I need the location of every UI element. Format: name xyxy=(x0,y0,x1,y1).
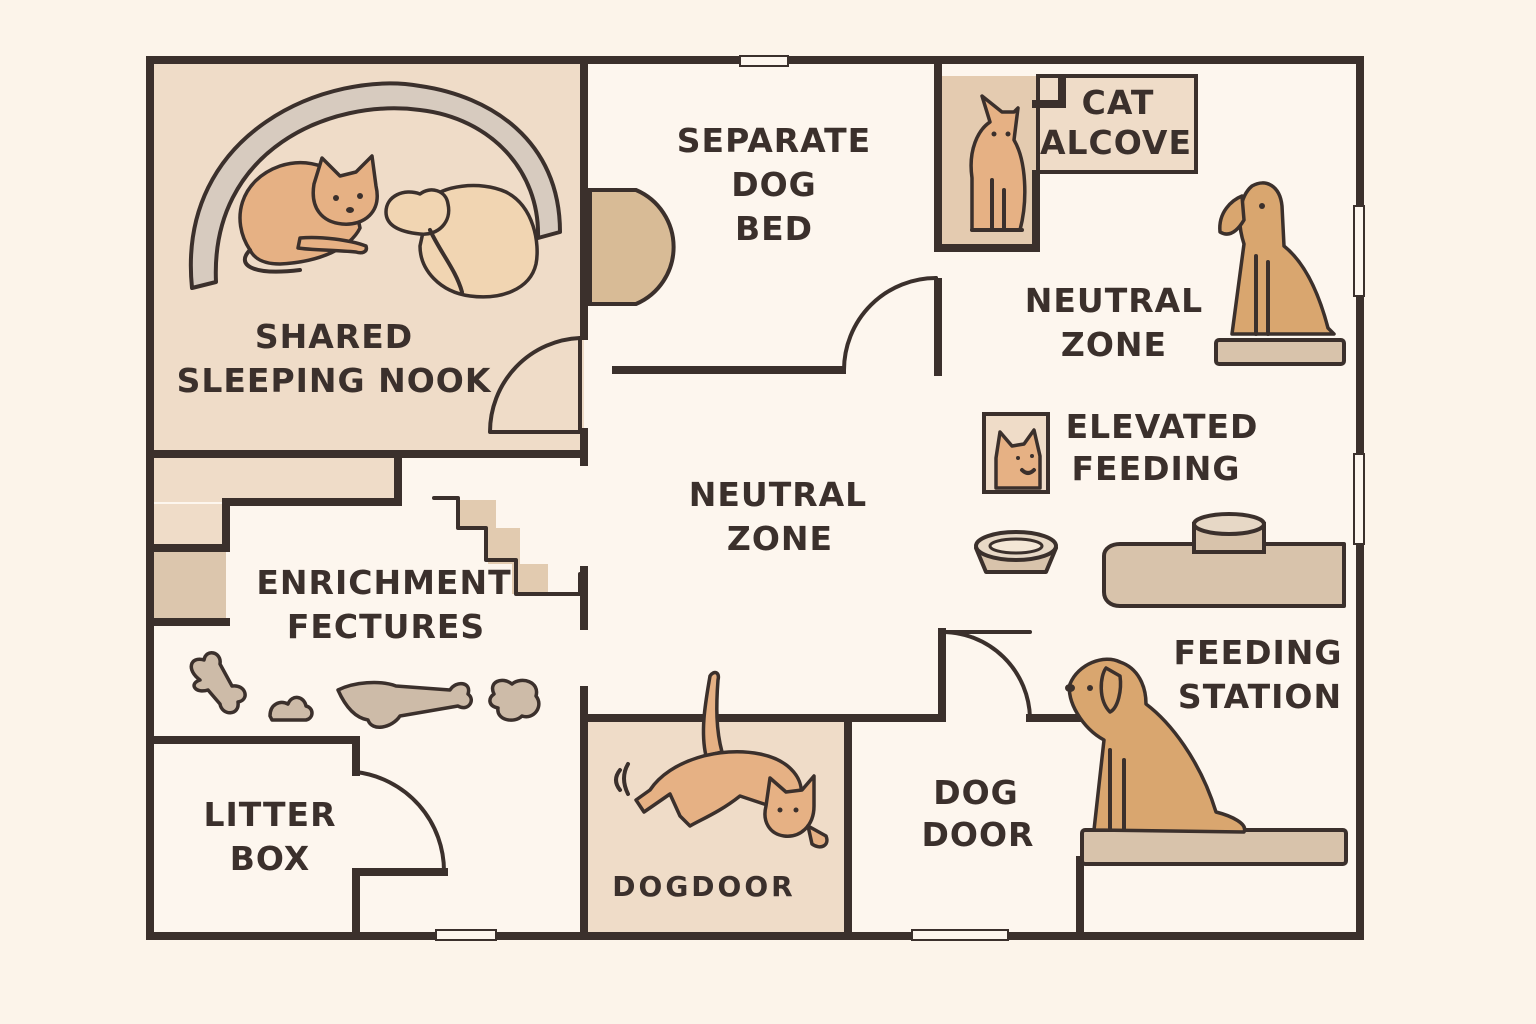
neutral-zone-right-label-2: ZONE xyxy=(1061,325,1167,364)
dog-bed-pillow xyxy=(588,188,676,306)
feeding-station-label-2: STATION xyxy=(1178,677,1342,716)
dog-door-small-label: DOGDOOR xyxy=(612,870,795,903)
food-bowl-icon xyxy=(974,530,1058,574)
enrichment-fixtures-label-2: FECTURES xyxy=(287,607,485,646)
window-right-top xyxy=(1353,205,1365,297)
feeding-station-dog-icon xyxy=(1065,657,1348,866)
separate-dog-bed-label-1: SEPARATE xyxy=(677,121,871,160)
cat-alcove-label-1: CAT xyxy=(1082,83,1155,122)
dog-door-label-2: DOOR xyxy=(922,815,1035,854)
enrichment-stairs xyxy=(432,496,582,596)
separate-dog-bed-label-2: DOG xyxy=(731,165,817,204)
cat-stretching-icon xyxy=(614,670,829,849)
cat-alcove-label-2: ALCOVE xyxy=(1040,123,1192,162)
cat-bed-arch xyxy=(188,81,562,290)
window-top xyxy=(739,55,789,67)
window-right-mid xyxy=(1353,453,1365,545)
elevated-feeder-icon xyxy=(1102,512,1346,608)
door-swings xyxy=(354,276,1032,874)
litter-box-label-1: LITTER xyxy=(203,795,336,834)
neutral-zone-right-label-1: NEUTRAL xyxy=(1025,281,1203,320)
shared-sleeping-nook-label-2: SLEEPING NOOK xyxy=(177,361,492,400)
window-bottom-right xyxy=(911,929,1009,941)
cat-sitting-icon xyxy=(969,94,1027,232)
bone-toy-icon xyxy=(189,651,541,729)
enrichment-fixtures-label-1: ENRICHMENT xyxy=(256,563,511,602)
cat-portrait-icon xyxy=(982,412,1050,494)
neutral-zone-center-label-1: NEUTRAL xyxy=(689,475,867,514)
neutral-zone-center-label-2: ZONE xyxy=(727,519,833,558)
cat-sleeping-icon xyxy=(238,154,379,274)
shared-sleeping-nook-label-1: SHARED xyxy=(255,317,413,356)
elevated-feeding-label-1: ELEVATED xyxy=(1066,407,1259,446)
feeding-station-label-1: FEEDING xyxy=(1173,633,1342,672)
separate-dog-bed-label-3: BED xyxy=(735,209,813,248)
enrichment-shelf-lower xyxy=(154,504,226,550)
elevated-feeding-label-2: FEEDING xyxy=(1071,449,1240,488)
dog-sleeping-icon xyxy=(384,183,539,299)
window-bottom-left xyxy=(435,929,497,941)
litter-box-label-2: BOX xyxy=(230,839,310,878)
enrichment-shelf xyxy=(154,458,398,502)
dog-sitting-icon xyxy=(1214,181,1346,366)
enrichment-block xyxy=(154,550,226,622)
dog-door-label-1: DOG xyxy=(933,773,1019,812)
